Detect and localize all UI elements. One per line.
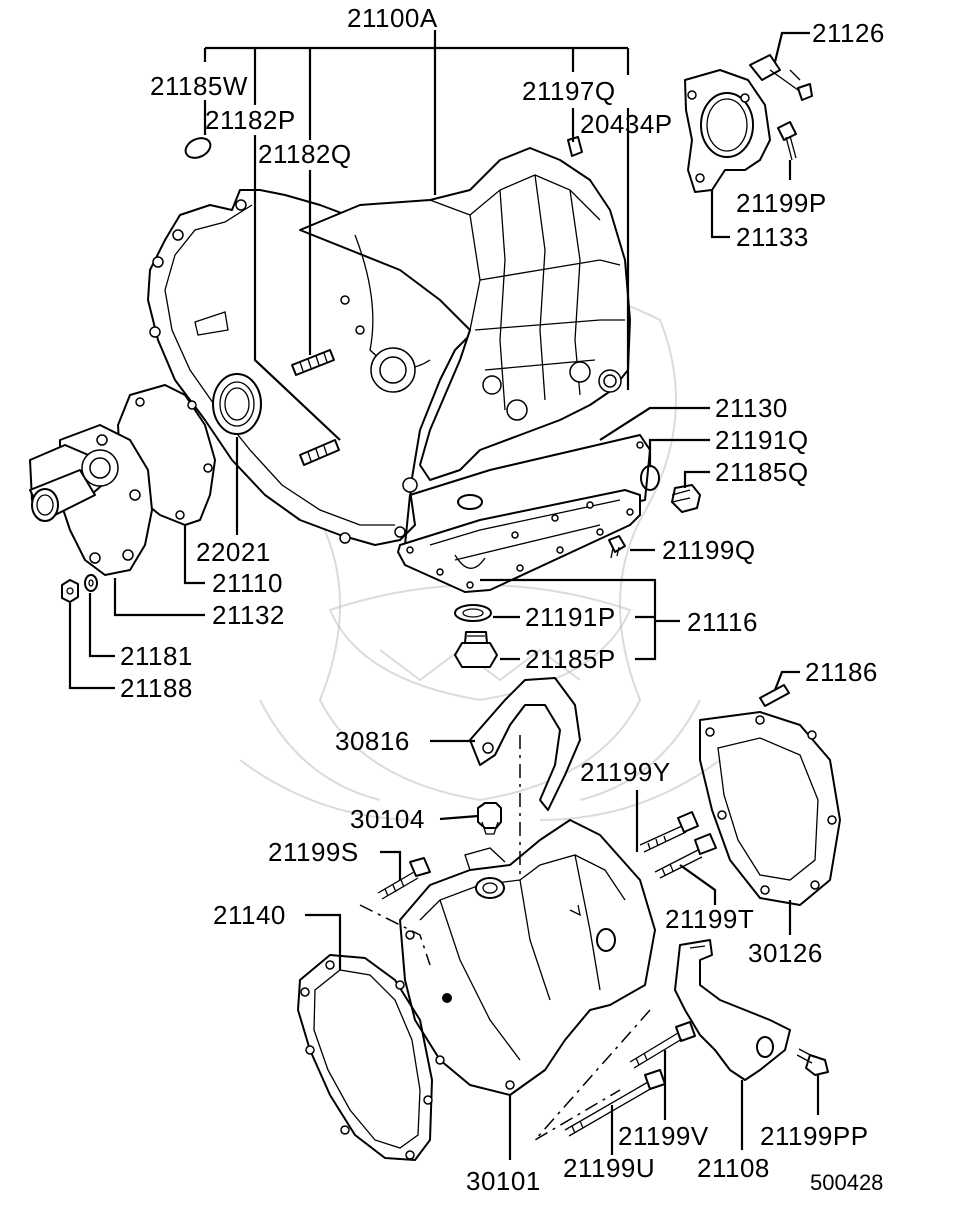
label-20434P: 20434P bbox=[580, 109, 673, 139]
label-21185P: 21185P bbox=[525, 644, 616, 674]
label-21188: 21188 bbox=[120, 673, 193, 703]
label-30816: 30816 bbox=[335, 726, 410, 756]
label-21199PP: 21199PP bbox=[760, 1121, 869, 1151]
drain-plug-21185Q bbox=[671, 484, 701, 513]
bolt-21199T bbox=[654, 833, 717, 879]
washer-21181 bbox=[84, 574, 98, 592]
gasket-21191P bbox=[454, 604, 492, 622]
catalog-number: 500428 bbox=[810, 1170, 883, 1195]
label-21108: 21108 bbox=[697, 1153, 770, 1183]
bolt-21199V bbox=[629, 1021, 696, 1069]
plug-20434P bbox=[567, 136, 583, 157]
bolt-21199P bbox=[777, 121, 797, 161]
label-21130: 21130 bbox=[715, 393, 788, 423]
label-21186: 21186 bbox=[805, 657, 878, 687]
label-21133: 21133 bbox=[736, 222, 809, 252]
label-21140: 21140 bbox=[213, 900, 286, 930]
label-30101: 30101 bbox=[466, 1166, 541, 1196]
o-ring-21185W bbox=[184, 137, 212, 159]
label-21199Y: 21199Y bbox=[580, 757, 671, 787]
drain-plug-21185P bbox=[454, 631, 498, 668]
label-21191Q: 21191Q bbox=[715, 425, 809, 455]
gasket-21140 bbox=[297, 954, 433, 1161]
gasket-21191Q bbox=[640, 465, 660, 491]
label-21199T: 21199T bbox=[665, 904, 754, 934]
plug-30104 bbox=[477, 802, 502, 835]
cover-21133 bbox=[684, 69, 771, 193]
label-21110: 21110 bbox=[212, 568, 283, 598]
label-21185Q: 21185Q bbox=[715, 457, 809, 487]
bolt-21199PP bbox=[796, 1048, 829, 1076]
sleeve-21126 bbox=[749, 54, 813, 101]
label-21199V: 21199V bbox=[618, 1121, 709, 1151]
bolt-21199Y bbox=[639, 811, 699, 853]
oil-seal-22021 bbox=[212, 373, 262, 435]
label-30104: 30104 bbox=[350, 804, 425, 834]
label-21199Q: 21199Q bbox=[662, 535, 756, 565]
label-21116: 21116 bbox=[687, 607, 758, 637]
label-21199U: 21199U bbox=[563, 1153, 655, 1183]
bolt-21199U bbox=[564, 1069, 666, 1137]
leader-lines bbox=[68, 30, 820, 1160]
label-21181: 21181 bbox=[120, 641, 193, 671]
label-21185W: 21185W bbox=[150, 71, 248, 101]
bolt-21199Q bbox=[608, 535, 626, 559]
assembly-centerlines bbox=[359, 735, 651, 1141]
label-21132: 21132 bbox=[212, 600, 285, 630]
label-21126: 21126 bbox=[812, 18, 885, 48]
bolt-21199S bbox=[377, 857, 431, 900]
label-21182P: 21182P bbox=[205, 105, 296, 135]
bearing-retainer-21132 bbox=[29, 424, 153, 576]
label-21197Q: 21197Q bbox=[522, 76, 616, 106]
bracket-21108 bbox=[674, 939, 791, 1081]
gasket-30126 bbox=[699, 711, 841, 906]
label-21182Q: 21182Q bbox=[258, 139, 352, 169]
label-21199P: 21199P bbox=[736, 188, 827, 218]
label-30126: 30126 bbox=[748, 938, 823, 968]
label-21199S: 21199S bbox=[268, 837, 359, 867]
label-21100A: 21100A bbox=[347, 3, 438, 33]
stud-bolts-21182 bbox=[291, 349, 340, 466]
bracket-30816 bbox=[469, 677, 581, 811]
extension-housing-30101 bbox=[399, 819, 656, 1096]
oil-pan-21116 bbox=[397, 489, 641, 593]
label-22021: 22021 bbox=[196, 537, 271, 567]
label-21191P: 21191P bbox=[525, 602, 616, 632]
clutch-housing-main-case bbox=[147, 147, 631, 546]
part-number-labels: 21100A 21185W 21182P 21182Q 21197Q 20434… bbox=[120, 3, 885, 1196]
nut-21188 bbox=[61, 579, 79, 603]
dowel-pin-21186 bbox=[759, 684, 790, 707]
